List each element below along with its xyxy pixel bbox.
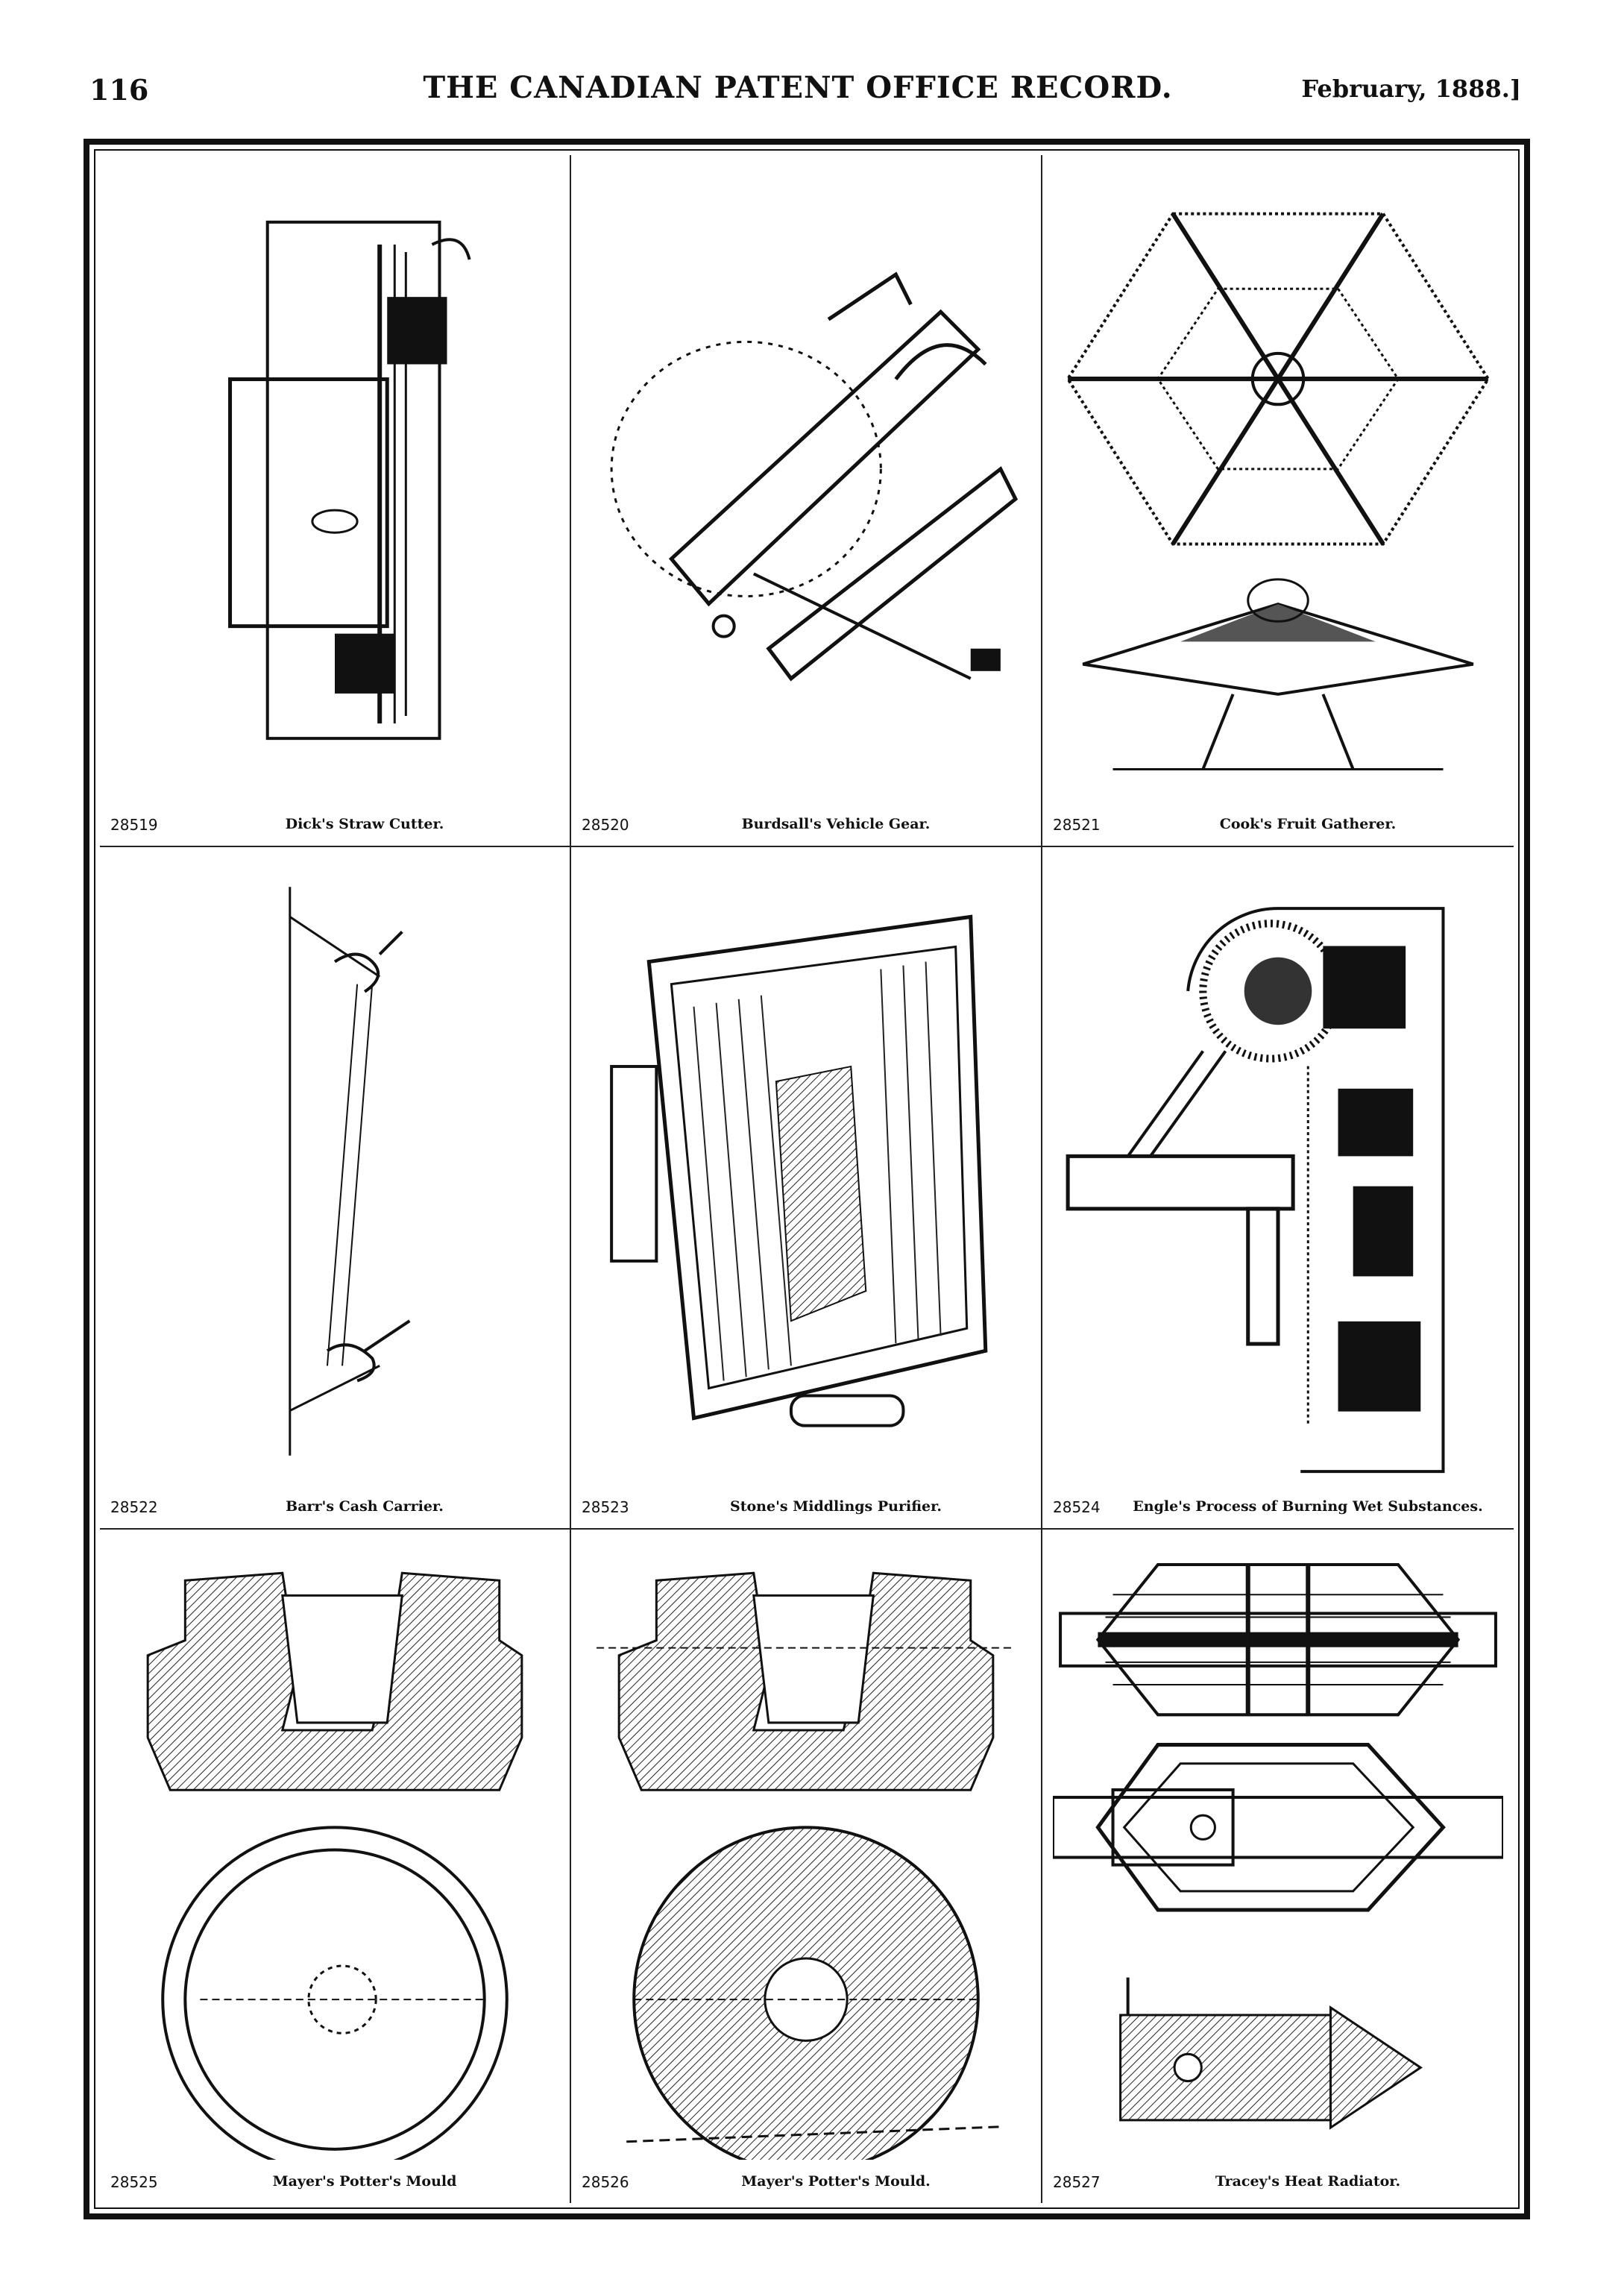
figure-cell: 28525 Mayer's Potter's Mould bbox=[100, 1530, 571, 2203]
patent-title: Tracey's Heat Radiator. bbox=[1215, 2173, 1401, 2190]
potters-mould-drawing bbox=[110, 1540, 559, 2173]
figure-cell: 28526 Mayer's Potter's Mould. bbox=[571, 1530, 1042, 2203]
patent-title: Stone's Middlings Purifier. bbox=[730, 1498, 942, 1515]
figure-caption: 28520 Burdsall's Vehicle Gear. bbox=[582, 811, 1030, 838]
figure-caption: 28524 Engle's Process of Burning Wet Sub… bbox=[1053, 1494, 1503, 1521]
figure-caption: 28519 Dick's Straw Cutter. bbox=[110, 811, 559, 838]
figure-cell: 28527 Tracey's Heat Radiator. bbox=[1042, 1530, 1514, 2203]
patent-number: 28523 bbox=[582, 1498, 629, 1516]
heat-radiator-drawing bbox=[1051, 1540, 1505, 2160]
figure-caption: 28526 Mayer's Potter's Mould. bbox=[582, 2169, 1030, 2196]
patent-number: 28520 bbox=[582, 816, 629, 834]
patent-number: 28519 bbox=[110, 816, 158, 834]
figure-cell: 28520 Burdsall's Vehicle Gear. bbox=[571, 155, 1042, 847]
figure-grid: 28519 Dick's Straw Cutter. 28520 bbox=[100, 155, 1514, 2203]
figure-cell: 28524 Engle's Process of Burning Wet Sub… bbox=[1042, 847, 1514, 1530]
figure-cell: 28521 Cook's Fruit Gatherer. bbox=[1042, 155, 1514, 847]
patent-number: 28527 bbox=[1053, 2173, 1101, 2191]
patent-title: Burdsall's Vehicle Gear. bbox=[741, 816, 931, 832]
potters-mould-drawing bbox=[582, 1540, 1030, 2173]
figure-caption: 28523 Stone's Middlings Purifier. bbox=[582, 1494, 1030, 1521]
page-number: 116 bbox=[89, 73, 149, 107]
straw-cutter-drawing bbox=[110, 166, 559, 802]
cash-carrier-drawing bbox=[110, 858, 559, 1485]
figure-caption: 28527 Tracey's Heat Radiator. bbox=[1053, 2169, 1503, 2196]
patent-number: 28525 bbox=[110, 2173, 158, 2191]
figure-cell: 28522 Barr's Cash Carrier. bbox=[100, 847, 571, 1530]
patent-plate: 28519 Dick's Straw Cutter. 28520 bbox=[84, 139, 1530, 2219]
vehicle-gear-drawing bbox=[582, 166, 1030, 802]
middlings-purifier-drawing bbox=[582, 858, 1030, 1485]
figure-caption: 28522 Barr's Cash Carrier. bbox=[110, 1494, 559, 1521]
figure-caption: 28521 Cook's Fruit Gatherer. bbox=[1053, 811, 1503, 838]
fruit-gatherer-drawing bbox=[1053, 166, 1503, 802]
patent-title: Engle's Process of Burning Wet Substance… bbox=[1133, 1498, 1483, 1515]
figure-cell: 28523 Stone's Middlings Purifier. bbox=[571, 847, 1042, 1530]
patent-title: Barr's Cash Carrier. bbox=[286, 1498, 444, 1515]
figure-caption: 28525 Mayer's Potter's Mould bbox=[110, 2169, 559, 2196]
patent-title: Cook's Fruit Gatherer. bbox=[1219, 816, 1397, 832]
burning-process-drawing bbox=[1053, 858, 1503, 1485]
patent-title: Mayer's Potter's Mould. bbox=[741, 2173, 931, 2190]
patent-number: 28521 bbox=[1053, 816, 1101, 834]
patent-number: 28524 bbox=[1053, 1498, 1101, 1516]
page-header: 116 THE CANADIAN PATENT OFFICE RECORD. F… bbox=[89, 70, 1521, 118]
journal-title: THE CANADIAN PATENT OFFICE RECORD. bbox=[423, 70, 1173, 105]
patent-number: 28522 bbox=[110, 1498, 158, 1516]
issue-date: February, 1888.] bbox=[1301, 75, 1521, 103]
figure-cell: 28519 Dick's Straw Cutter. bbox=[100, 155, 571, 847]
patent-title: Dick's Straw Cutter. bbox=[285, 816, 444, 832]
patent-number: 28526 bbox=[582, 2173, 629, 2191]
patent-title: Mayer's Potter's Mould bbox=[272, 2173, 457, 2190]
